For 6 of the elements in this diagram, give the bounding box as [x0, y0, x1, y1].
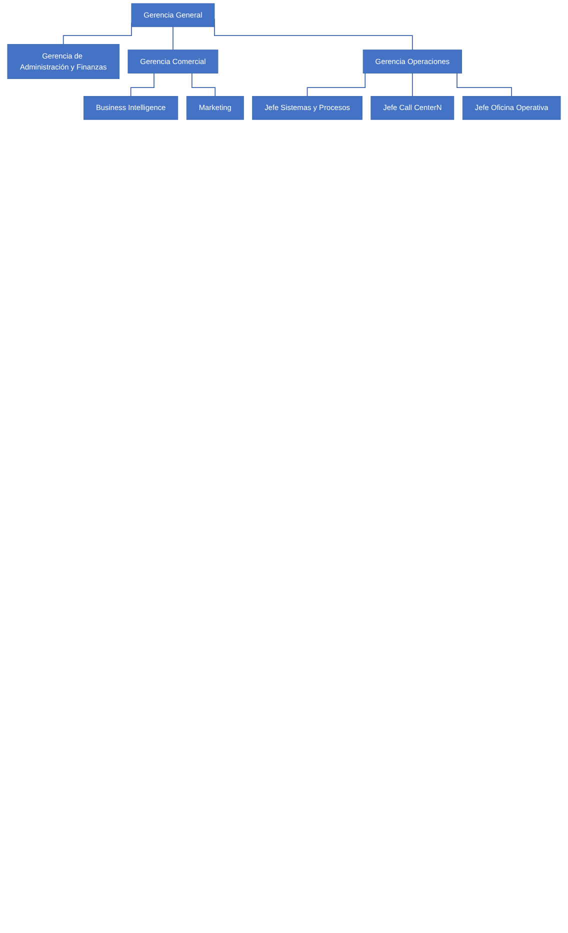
connector	[456, 72, 512, 97]
connector	[191, 72, 216, 97]
connector	[130, 72, 154, 97]
connector	[306, 72, 366, 97]
connector	[172, 26, 174, 50]
connector	[412, 72, 413, 97]
